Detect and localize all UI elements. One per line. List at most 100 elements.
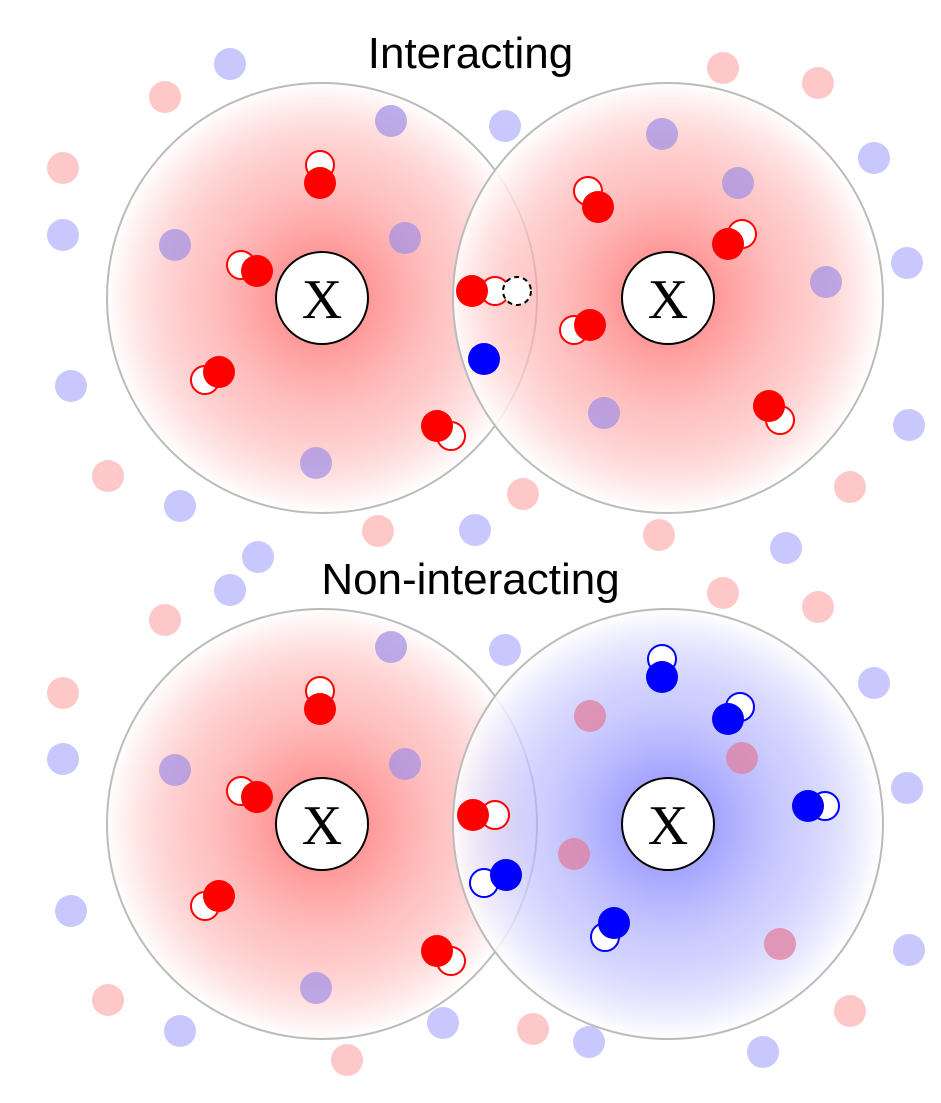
background-red-ion: [802, 591, 834, 623]
red-ion: [456, 275, 488, 307]
inner-faded-blue-ion: [588, 397, 620, 429]
background-red-ion: [507, 478, 539, 510]
inner-faded-blue-ion: [375, 105, 407, 137]
background-blue-ion: [164, 490, 196, 522]
blue-ion: [792, 790, 824, 822]
red-ion: [582, 191, 614, 223]
background-blue-ion: [891, 772, 923, 804]
background-red-ion: [834, 995, 866, 1027]
blue-ion: [712, 703, 744, 735]
red-ion-pair: [190, 880, 235, 921]
red-ion: [753, 390, 785, 422]
background-blue-ion: [459, 514, 491, 546]
inner-faded-blue-ion: [722, 167, 754, 199]
red-ion: [712, 228, 744, 260]
central-particle-x: X: [275, 251, 369, 345]
inner-faded-red-ion: [764, 928, 796, 960]
background-red-ion: [149, 81, 181, 113]
background-blue-ion: [47, 743, 79, 775]
panel-title-interacting: Interacting: [367, 29, 574, 78]
blue-ion-pair: [792, 790, 840, 822]
central-particle-x: X: [621, 777, 715, 871]
central-particle-x: X: [621, 251, 715, 345]
background-blue-ion: [573, 1026, 605, 1058]
inner-faded-blue-ion: [300, 447, 332, 479]
red-ion-pair: [226, 250, 273, 287]
background-red-ion: [47, 152, 79, 184]
background-blue-ion: [164, 1015, 196, 1047]
red-ion: [457, 799, 489, 831]
red-ion: [203, 356, 235, 388]
background-blue-ion: [55, 895, 87, 927]
blue-ion: [598, 907, 630, 939]
blue-ion-pair: [590, 907, 630, 952]
red-ion: [304, 167, 336, 199]
red-ion-pair: [457, 799, 510, 831]
red-ion: [574, 309, 606, 341]
ion-pairs-layer: [190, 150, 840, 976]
inner-faded-blue-ion: [159, 229, 191, 261]
red-ion-pair: [712, 219, 757, 260]
background-blue-ion: [770, 532, 802, 564]
blue-ion: [646, 661, 678, 693]
inner-faded-blue-ion: [159, 754, 191, 786]
background-blue-ion: [489, 634, 521, 666]
background-red-ion: [92, 984, 124, 1016]
red-ion-pair: [753, 390, 795, 435]
background-blue-ion: [858, 142, 890, 174]
red-ion-pair: [421, 935, 466, 976]
inner-faded-ions-layer: [159, 105, 842, 1004]
inner-faded-red-ion: [726, 742, 758, 774]
background-red-ion: [92, 460, 124, 492]
red-ion-pair: [573, 176, 614, 223]
special-ions: [468, 276, 532, 375]
background-blue-ion: [47, 219, 79, 251]
background-red-ion: [707, 577, 739, 609]
background-blue-ion: [489, 110, 521, 142]
blue-ion-pair: [469, 859, 522, 898]
red-ion: [241, 781, 273, 813]
background-red-ion: [331, 1044, 363, 1076]
panel-title-non-interacting: Non-interacting: [321, 555, 620, 604]
central-particle-label: X: [648, 795, 688, 857]
background-blue-ion: [55, 370, 87, 402]
red-ion-pair: [421, 410, 466, 451]
central-particle-label: X: [302, 269, 342, 331]
inner-faded-red-ion: [574, 700, 606, 732]
background-blue-ion: [858, 667, 890, 699]
background-blue-ion: [891, 247, 923, 279]
red-ion: [421, 935, 453, 967]
red-ion: [421, 410, 453, 442]
lone-blue-ion: [468, 343, 500, 375]
central-particle-x: X: [275, 777, 369, 871]
red-ion: [304, 693, 336, 725]
red-ion-pair: [304, 676, 336, 725]
central-particle-label: X: [648, 269, 688, 331]
inner-faded-blue-ion: [375, 631, 407, 663]
background-red-ion: [802, 67, 834, 99]
background-red-ion: [362, 515, 394, 547]
background-blue-ion: [427, 1007, 459, 1039]
background-blue-ion: [242, 541, 274, 573]
blue-ion-pair: [712, 692, 755, 735]
background-red-ion: [47, 677, 79, 709]
inner-faded-blue-ion: [389, 748, 421, 780]
background-red-ion: [643, 519, 675, 551]
red-ion: [203, 880, 235, 912]
red-ion-pair: [559, 309, 606, 345]
vacancy-outline: [502, 276, 532, 306]
central-particle-label: X: [302, 795, 342, 857]
inner-faded-blue-ion: [300, 972, 332, 1004]
red-ion-pair: [456, 275, 510, 307]
inner-faded-blue-ion: [646, 118, 678, 150]
background-blue-ion: [747, 1036, 779, 1068]
red-ion: [241, 255, 273, 287]
background-blue-ion: [893, 409, 925, 441]
inner-faded-blue-ion: [389, 222, 421, 254]
background-red-ion: [149, 604, 181, 636]
inner-faded-red-ion: [558, 838, 590, 870]
background-blue-ion: [214, 48, 246, 80]
red-ion-pair: [304, 150, 336, 199]
background-blue-ion: [893, 934, 925, 966]
